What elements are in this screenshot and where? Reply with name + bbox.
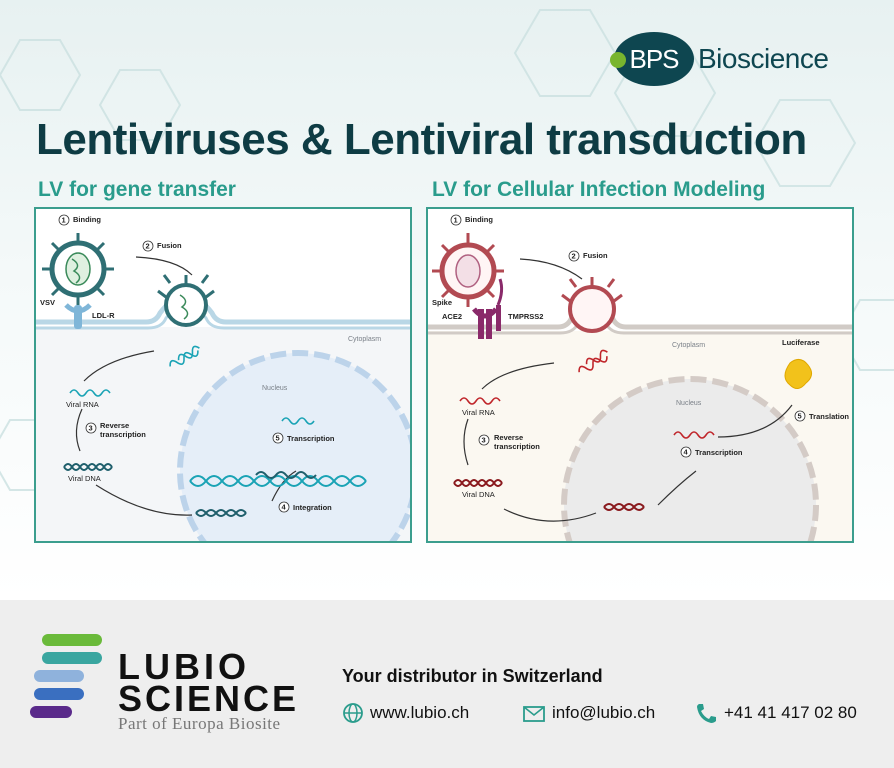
distributor-heading: Your distributor in Switzerland bbox=[342, 666, 603, 686]
tmprss2-protease bbox=[496, 278, 504, 331]
bps-word: Bioscience bbox=[698, 43, 829, 74]
step-number-3: 3 bbox=[89, 424, 93, 433]
gene-transfer-diagram: 1 2 3 4 5 Binding Fusion VSV LDL-R Cytop… bbox=[34, 207, 412, 543]
ldl-receptor bbox=[64, 303, 92, 329]
label-luciferase: Luciferase bbox=[782, 338, 820, 347]
website-link[interactable]: www.lubio.ch bbox=[342, 702, 469, 724]
step-number-3: 3 bbox=[482, 436, 486, 445]
label-ldl-r: LDL-R bbox=[92, 311, 115, 320]
ace2-receptor bbox=[472, 307, 498, 339]
phone-text: +41 41 417 02 80 bbox=[724, 703, 857, 722]
label-spike: Spike bbox=[432, 298, 452, 307]
label-viral-rna: Viral RNA bbox=[462, 408, 495, 417]
phone-icon bbox=[697, 704, 716, 723]
bps-green-dot bbox=[610, 52, 626, 68]
email-icon bbox=[523, 706, 545, 722]
label-tmprss2: TMPRSS2 bbox=[508, 312, 543, 321]
email-link[interactable]: info@lubio.ch bbox=[522, 702, 655, 724]
fusing-pseudovirus bbox=[561, 277, 623, 333]
label-fusion: Fusion bbox=[157, 241, 182, 250]
label-fusion: Fusion bbox=[583, 251, 608, 260]
step-number-5: 5 bbox=[276, 434, 280, 443]
step-number-2: 2 bbox=[146, 242, 150, 251]
lubio-logo-bars bbox=[30, 634, 102, 718]
website-text: www.lubio.ch bbox=[370, 703, 470, 722]
label-viral-dna: Viral DNA bbox=[68, 474, 101, 483]
bps-mark: BPS bbox=[629, 43, 679, 74]
label-viral-dna: Viral DNA bbox=[462, 490, 495, 499]
step-number-1: 1 bbox=[454, 216, 458, 225]
label-nucleus: Nucleus bbox=[676, 400, 702, 407]
email-text: info@lubio.ch bbox=[552, 703, 656, 722]
lentivirus-particle bbox=[42, 233, 114, 305]
infection-modeling-diagram: 1 2 3 4 5 Binding Fusion Spike ACE2 TMPR… bbox=[426, 207, 854, 543]
panel-heading-infection-modeling: LV for Cellular Infection Modeling bbox=[432, 178, 766, 201]
label-viral-rna: Viral RNA bbox=[66, 400, 99, 409]
panel-heading-gene-transfer: LV for gene transfer bbox=[38, 178, 236, 201]
label-ace2: ACE2 bbox=[442, 312, 462, 321]
step-number-5: 5 bbox=[798, 412, 802, 421]
lubio-word-2: SCIENCE bbox=[118, 678, 300, 719]
label-integration: Integration bbox=[293, 503, 332, 512]
fusing-virus bbox=[157, 274, 215, 327]
phone-link[interactable]: +41 41 417 02 80 bbox=[694, 702, 857, 724]
bps-oval: BPS bbox=[610, 32, 694, 86]
step-number-4: 4 bbox=[282, 503, 287, 512]
lubio-tagline: Part of Europa Biosite bbox=[118, 714, 281, 733]
label-vsv: VSV bbox=[40, 298, 55, 307]
label-nucleus: Nucleus bbox=[262, 385, 288, 392]
label-transcription: Transcription bbox=[287, 434, 335, 443]
label-transcription: Transcription bbox=[695, 448, 743, 457]
step-number-4: 4 bbox=[684, 448, 689, 457]
footer: LUBIO SCIENCE Part of Europa Biosite You… bbox=[0, 600, 894, 768]
bps-bioscience-logo: BPS Bioscience bbox=[610, 30, 872, 88]
lubio-word-1: LUBIO bbox=[118, 646, 250, 687]
label-reverse-transcription: transcription bbox=[494, 442, 540, 451]
label-reverse-transcription: transcription bbox=[100, 430, 146, 439]
step-number-2: 2 bbox=[572, 252, 576, 261]
page-title: Lentiviruses & Lentiviral transduction bbox=[36, 115, 807, 164]
label-reverse: Reverse bbox=[494, 433, 523, 442]
luciferase-protein bbox=[784, 359, 812, 389]
label-reverse: Reverse bbox=[100, 421, 129, 430]
label-cytoplasm: Cytoplasm bbox=[348, 336, 381, 343]
label-cytoplasm: Cytoplasm bbox=[672, 342, 705, 349]
step-number-1: 1 bbox=[62, 216, 66, 225]
label-translation: Translation bbox=[809, 412, 849, 421]
label-binding: Binding bbox=[73, 215, 101, 224]
pseudovirus-particle bbox=[432, 233, 504, 307]
label-binding: Binding bbox=[465, 215, 493, 224]
globe-icon bbox=[343, 703, 363, 723]
